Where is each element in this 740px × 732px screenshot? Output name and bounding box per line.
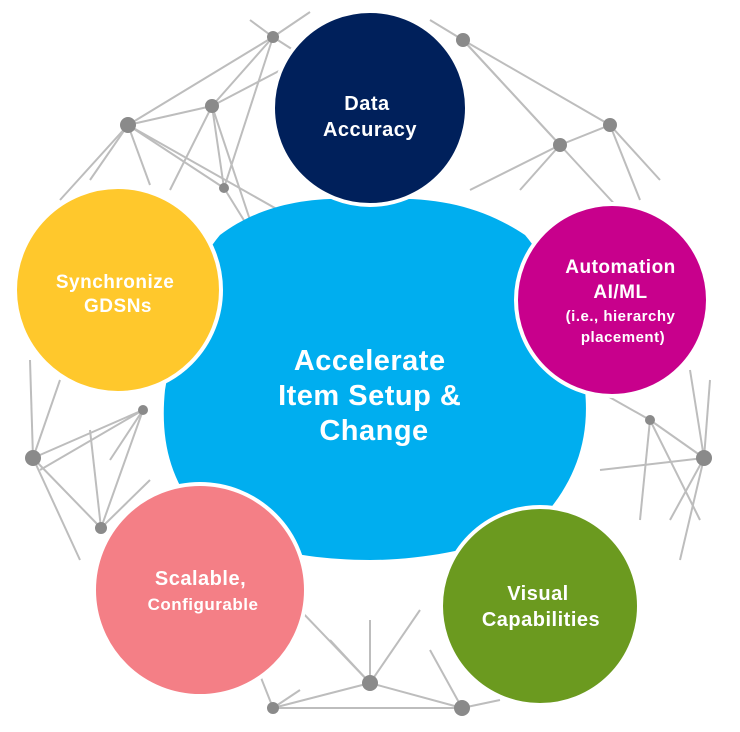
- network-node: [454, 700, 470, 716]
- network-line: [609, 124, 641, 201]
- network-line: [89, 429, 102, 529]
- network-node: [120, 117, 136, 133]
- network-line: [32, 457, 102, 529]
- network-line: [469, 144, 561, 191]
- network-line: [649, 419, 705, 459]
- automation-label-line: placement): [581, 329, 665, 346]
- network-node: [205, 99, 219, 113]
- center-label-line: Item Setup &: [278, 380, 461, 412]
- network-line: [462, 39, 561, 146]
- synchronize-label: Synchronize GDSNs: [56, 272, 180, 317]
- scalable-label: Scalable, Configurable: [148, 568, 259, 614]
- network-line: [29, 359, 34, 459]
- network-line: [39, 409, 144, 471]
- network-line: [211, 36, 274, 107]
- network-line: [32, 457, 81, 561]
- network-node: [95, 522, 107, 534]
- center-shape: [163, 198, 586, 561]
- network-node: [219, 183, 229, 193]
- network-line: [679, 457, 705, 561]
- network-node: [362, 675, 378, 691]
- data-accuracy-label-line: Data: [344, 93, 390, 115]
- network-line: [109, 409, 144, 461]
- network-node: [456, 33, 470, 47]
- network-line: [223, 36, 274, 189]
- automation-label-line: AI/ML: [593, 282, 647, 303]
- network-line: [100, 479, 151, 529]
- network-line: [59, 124, 129, 201]
- synchronize-circle: [13, 185, 223, 395]
- center-label-line: Change: [319, 415, 428, 447]
- visual-capabilities-label-line: Capabilities: [482, 609, 600, 631]
- network-line: [609, 124, 661, 181]
- center-label: Accelerate Item Setup & Change: [278, 345, 470, 447]
- automation-label-line: (i.e., hierarchy: [566, 308, 676, 325]
- scalable-label-line: Configurable: [148, 595, 259, 614]
- synchronize-label-line: GDSNs: [84, 296, 152, 317]
- scalable-label-line: Scalable,: [155, 568, 246, 590]
- network-line: [169, 105, 213, 191]
- network-line: [127, 124, 225, 189]
- automation-label: Automation AI/ML (i.e., hierarchy placem…: [565, 257, 681, 346]
- network-line: [272, 11, 311, 38]
- visual-capabilities-circle: [439, 505, 641, 707]
- network-line: [369, 609, 421, 684]
- network-line: [100, 409, 144, 529]
- network-node: [603, 118, 617, 132]
- network-line: [689, 369, 705, 459]
- network-line: [127, 36, 274, 126]
- network-line: [639, 419, 651, 521]
- data-accuracy-label-line: Accuracy: [323, 119, 417, 141]
- network-line: [369, 682, 463, 709]
- network-line: [559, 124, 611, 146]
- network-node: [645, 415, 655, 425]
- network-line: [32, 409, 144, 459]
- automation-circle: [514, 202, 710, 398]
- network-line: [89, 124, 129, 181]
- network-line: [272, 682, 371, 709]
- visual-capabilities-label: Visual Capabilities: [482, 583, 600, 631]
- network-node: [25, 450, 41, 466]
- network-line: [211, 105, 225, 189]
- network-line: [649, 419, 701, 521]
- network-line: [703, 379, 711, 459]
- network-line: [599, 457, 705, 471]
- network-node: [696, 450, 712, 466]
- network-node: [553, 138, 567, 152]
- network-node: [267, 31, 279, 43]
- scalable-circle: [92, 482, 308, 698]
- network-node: [138, 405, 148, 415]
- network-line: [127, 124, 151, 186]
- automation-label-line: Automation: [565, 257, 676, 278]
- network-node: [267, 702, 279, 714]
- data-accuracy-label: Data Accuracy: [323, 93, 417, 141]
- network-line: [429, 649, 463, 709]
- visual-capabilities-label-line: Visual: [507, 583, 569, 605]
- network-line: [329, 639, 371, 684]
- network-line: [462, 39, 611, 126]
- network-nodes: [25, 31, 712, 716]
- network-line: [127, 105, 213, 126]
- data-accuracy-circle: [271, 9, 469, 207]
- synchronize-label-line: Synchronize: [56, 272, 174, 293]
- network-line: [559, 144, 621, 211]
- network-line: [519, 144, 561, 191]
- network-line: [32, 379, 61, 459]
- network-line: [669, 457, 705, 521]
- center-label-line: Accelerate: [294, 345, 446, 377]
